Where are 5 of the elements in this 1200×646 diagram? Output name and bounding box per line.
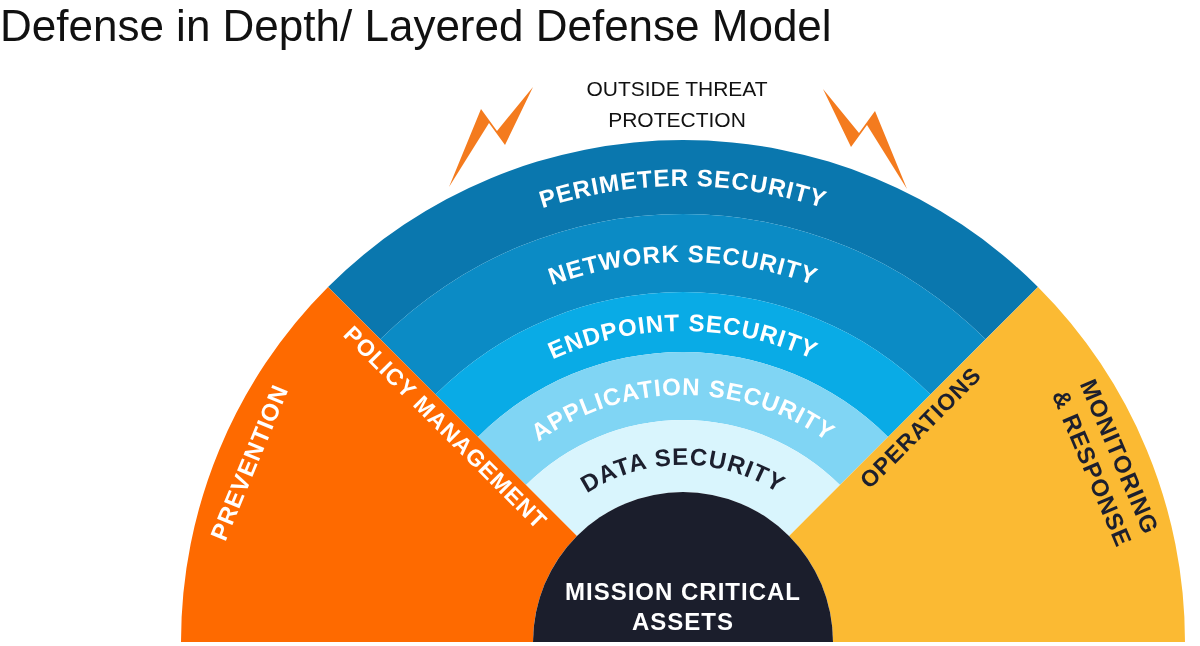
band-label: PERIMETER SECURITY [535, 163, 831, 213]
diagram-title: Defense in Depth/ Layered Defense Model [0, 0, 832, 52]
band-label: NETWORK SECURITY [544, 239, 822, 291]
core-label: MISSION CRITICAL ASSETS [565, 577, 801, 635]
threat-note: OUTSIDE THREAT PROTECTION [586, 76, 768, 130]
